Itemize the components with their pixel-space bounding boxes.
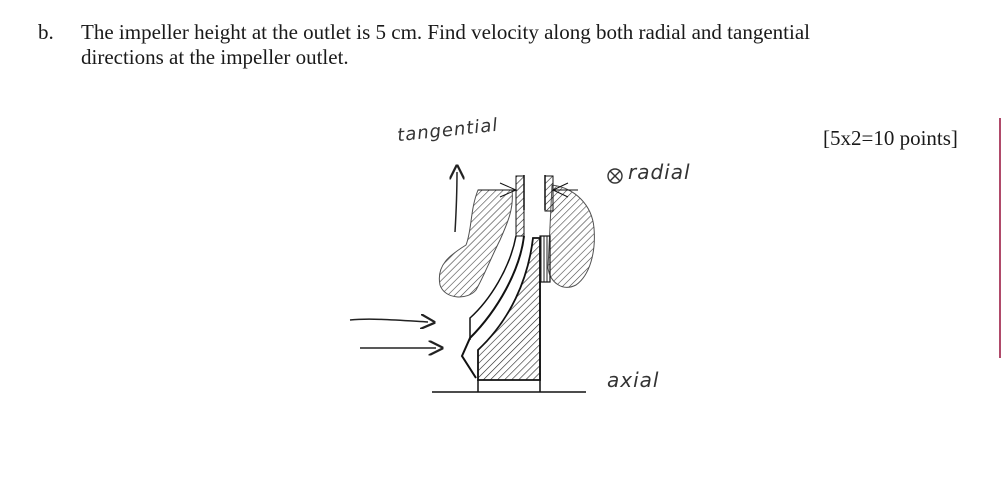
radial-mark-icon xyxy=(607,168,623,184)
housing-right xyxy=(547,184,595,288)
outlet-shroud-right xyxy=(544,175,554,212)
question-text: The impeller height at the outlet is 5 c… xyxy=(81,20,991,70)
margin-mark xyxy=(999,118,1001,358)
housing-left xyxy=(438,189,513,298)
points-value: [5x2=10 points] xyxy=(823,126,958,150)
shroud-outer xyxy=(469,235,517,340)
outlet-shroud-left xyxy=(515,175,525,237)
tangential-arrow-icon xyxy=(455,172,457,233)
outlet-arrow-right xyxy=(551,182,569,198)
outlet-arrow-left xyxy=(499,182,518,198)
annotation-axial: axial xyxy=(607,368,660,392)
question-label: b. xyxy=(38,20,54,44)
question-text-line1: The impeller height at the outlet is 5 c… xyxy=(81,20,810,44)
inlet-arrow-1-icon xyxy=(349,319,428,322)
question-text-line2: directions at the impeller outlet. xyxy=(81,45,349,69)
impeller-fin xyxy=(539,235,551,283)
annotation-radial: radial xyxy=(628,160,691,184)
